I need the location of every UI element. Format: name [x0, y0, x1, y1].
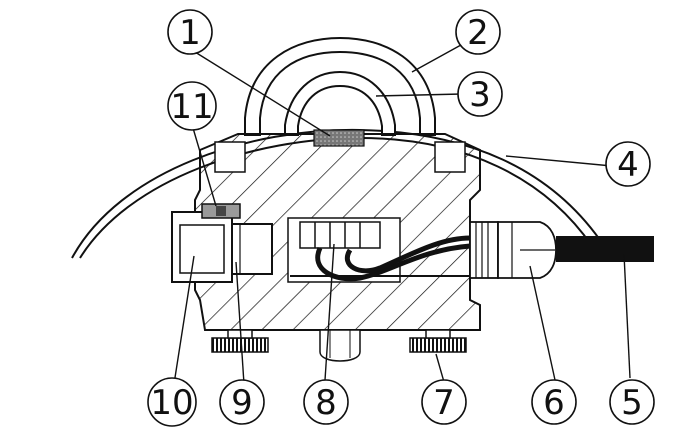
leader-6 — [529, 265, 556, 381]
foot-left — [211, 337, 269, 353]
leader-4 — [505, 155, 613, 167]
callout-2-label: 2 — [467, 13, 489, 53]
callout-11-label: 11 — [170, 87, 213, 127]
leader-11 — [192, 127, 217, 207]
callout-7-label: 7 — [433, 383, 455, 423]
foot-right — [409, 337, 467, 353]
callout-10-label: 10 — [150, 383, 193, 423]
leader-10 — [173, 255, 195, 385]
callout-8: 8 — [303, 379, 349, 425]
callout-11: 11 — [167, 81, 217, 131]
leader-8 — [324, 243, 335, 381]
inner-arch — [284, 70, 396, 136]
wire-1 — [315, 243, 471, 282]
callout-9: 9 — [219, 379, 265, 425]
callout-10: 10 — [147, 377, 197, 427]
callout-8-label: 8 — [315, 383, 337, 423]
connector-plug — [231, 223, 273, 275]
wire-2 — [345, 235, 471, 274]
terminal-block — [299, 221, 381, 249]
leader-7 — [435, 353, 445, 383]
callout-6-label: 6 — [543, 383, 565, 423]
callout-4-label: 4 — [617, 145, 639, 185]
callout-3: 3 — [457, 71, 503, 117]
leader-9 — [235, 261, 245, 385]
callout-1-label: 1 — [179, 13, 201, 53]
callout-3-label: 3 — [469, 75, 491, 115]
leader-1 — [194, 51, 331, 137]
leader-5 — [623, 253, 631, 379]
callout-5: 5 — [609, 379, 655, 425]
callout-7: 7 — [421, 379, 467, 425]
callout-2: 2 — [455, 9, 501, 55]
callout-4: 4 — [605, 141, 651, 187]
left-top-block — [214, 141, 246, 173]
cable-gland-body — [469, 221, 499, 279]
callout-1: 1 — [167, 9, 213, 55]
leader-3 — [375, 93, 463, 97]
callout-5-label: 5 — [621, 383, 643, 423]
sensor-pad — [313, 129, 365, 147]
connector-inner — [179, 224, 225, 274]
callout-9-label: 9 — [231, 383, 253, 423]
cable — [556, 236, 654, 262]
callout-6: 6 — [531, 379, 577, 425]
right-top-block — [434, 141, 466, 173]
